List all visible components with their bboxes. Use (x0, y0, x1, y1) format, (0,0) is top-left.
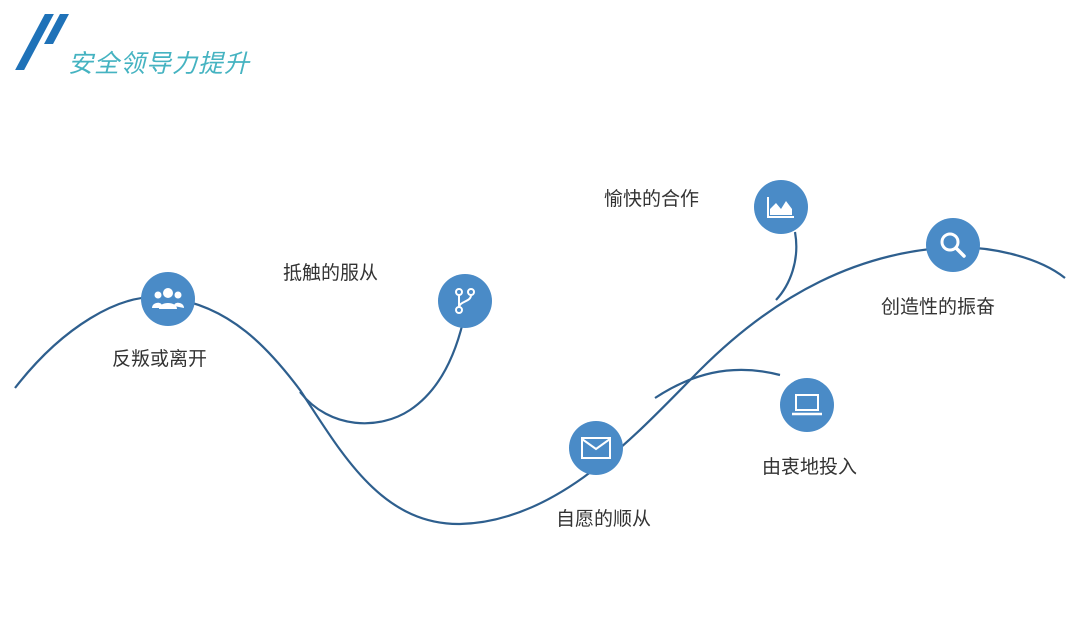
branch-curve-cooperation (775, 231, 798, 301)
page-title: 安全领导力提升 (68, 49, 251, 78)
branch-curve-commitment (654, 368, 781, 399)
node-creative-excitement (926, 218, 980, 272)
label-rebel-or-leave: 反叛或离开 (112, 348, 208, 370)
branch-icon (452, 286, 478, 316)
label-happy-cooperation: 愉快的合作 (604, 188, 700, 210)
area-chart-icon (766, 195, 796, 219)
laptop-icon (791, 393, 823, 417)
node-rebel-or-leave (141, 272, 195, 326)
branch-curve-resistance (299, 321, 465, 425)
node-happy-cooperation (754, 180, 808, 234)
label-creative-excitement: 创造性的振奋 (881, 296, 996, 318)
node-voluntary-compliance (569, 421, 623, 475)
label-voluntary-compliance: 自愿的顺从 (556, 508, 652, 530)
users-icon (151, 285, 185, 313)
search-icon (939, 231, 967, 259)
label-sincere-commitment: 由衷地投入 (762, 456, 858, 478)
node-resistant-compliance (438, 274, 492, 328)
label-resistant-compliance: 抵触的服从 (283, 262, 379, 284)
mail-icon (581, 437, 611, 459)
node-sincere-commitment (780, 378, 834, 432)
